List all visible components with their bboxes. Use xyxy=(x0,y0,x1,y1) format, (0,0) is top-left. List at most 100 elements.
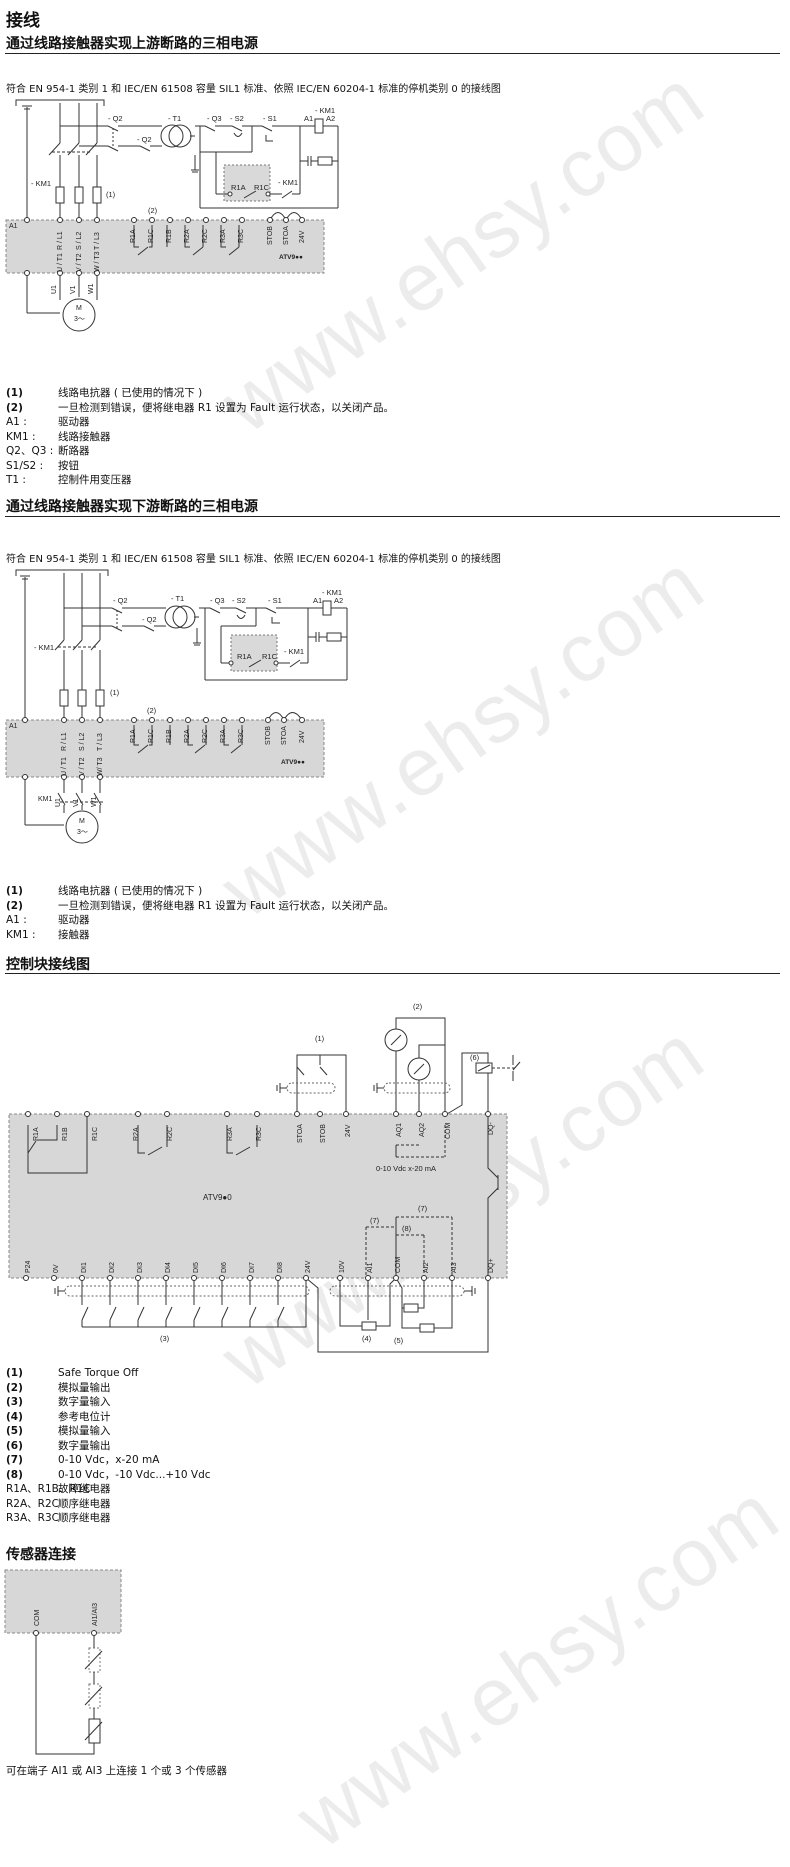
svg-text:- KM1: - KM1 xyxy=(278,178,298,187)
svg-text:R1B: R1B xyxy=(166,229,173,243)
svg-text:DI4: DI4 xyxy=(165,1262,172,1273)
svg-text:R2C: R2C xyxy=(202,229,209,243)
svg-text:R3A: R3A xyxy=(227,1127,234,1141)
svg-text:V / T2: V / T2 xyxy=(79,757,86,776)
svg-text:COM: COM xyxy=(34,1610,41,1627)
svg-text:R1C: R1C xyxy=(148,229,155,243)
svg-text:R1C: R1C xyxy=(262,652,278,661)
svg-text:AQ2: AQ2 xyxy=(419,1123,426,1137)
svg-text:ATV9●●: ATV9●● xyxy=(281,759,305,766)
section-heading-downstream: 通过线路接触器实现下游断路的三相电源 xyxy=(6,499,258,515)
svg-text:R1A: R1A xyxy=(33,1127,40,1141)
svg-text:AI3: AI3 xyxy=(451,1262,458,1273)
svg-text:(2): (2) xyxy=(148,206,158,215)
svg-text:(7): (7) xyxy=(370,1216,380,1225)
section-heading-sensor: 传感器连接 xyxy=(6,1547,76,1563)
svg-text:0V: 0V xyxy=(53,1264,60,1273)
svg-text:S / L2: S / L2 xyxy=(79,733,86,751)
svg-text:M: M xyxy=(79,818,85,825)
divider xyxy=(5,53,780,54)
svg-text:24V: 24V xyxy=(299,730,306,743)
svg-text:R / L1: R / L1 xyxy=(61,732,68,751)
svg-text:3～: 3～ xyxy=(74,316,85,323)
svg-text:- KM1: - KM1 xyxy=(284,647,304,656)
svg-text:(6): (6) xyxy=(470,1053,480,1062)
control-block-diagram: (1) (2) (6) 0-10 Vdc x-20 mA ATV9●0 (7) … xyxy=(8,1002,521,1353)
svg-text:R2C: R2C xyxy=(167,1127,174,1141)
svg-text:- S1: - S1 xyxy=(263,114,277,123)
svg-text:(4): (4) xyxy=(362,1334,372,1343)
svg-text:ATV9●●: ATV9●● xyxy=(279,254,303,261)
svg-text:AQ1: AQ1 xyxy=(396,1123,403,1137)
svg-text:STOA: STOA xyxy=(281,726,288,745)
svg-text:STOB: STOB xyxy=(267,226,274,245)
svg-text:COM: COM xyxy=(395,1257,402,1274)
svg-text:- T1: - T1 xyxy=(171,594,184,603)
svg-text:- Q2: - Q2 xyxy=(108,114,123,123)
svg-text:R1A: R1A xyxy=(237,652,252,661)
svg-text:U / T1: U / T1 xyxy=(61,757,68,776)
svg-text:A1: A1 xyxy=(313,596,322,605)
svg-text:DI8: DI8 xyxy=(277,1262,284,1273)
svg-text:3～: 3～ xyxy=(77,829,88,836)
svg-text:- Q3: - Q3 xyxy=(210,596,225,605)
svg-text:AI1/AI3: AI1/AI3 xyxy=(92,1603,99,1626)
svg-text:- Q2: - Q2 xyxy=(113,596,128,605)
svg-text:ATV9●0: ATV9●0 xyxy=(203,1193,232,1202)
svg-text:24V: 24V xyxy=(345,1124,352,1137)
svg-text:R / L1: R / L1 xyxy=(57,231,64,250)
svg-text:A1: A1 xyxy=(9,723,18,730)
sensor-caption: 可在端子 AI1 或 AI3 上连接 1 个或 3 个传感器 xyxy=(6,1765,227,1777)
svg-text:T / L3: T / L3 xyxy=(97,733,104,751)
svg-text:(7): (7) xyxy=(418,1204,428,1213)
svg-text:(2): (2) xyxy=(413,1002,423,1011)
svg-text:R1A: R1A xyxy=(130,229,137,243)
svg-text:STOA: STOA xyxy=(297,1124,304,1143)
svg-text:R3A: R3A xyxy=(220,229,227,243)
section-heading-control-block: 控制块接线图 xyxy=(6,957,90,973)
svg-text:R2A: R2A xyxy=(184,229,191,243)
svg-text:(1): (1) xyxy=(106,190,116,199)
svg-text:- S1: - S1 xyxy=(268,596,282,605)
svg-text:T / L3: T / L3 xyxy=(94,232,101,250)
divider xyxy=(5,973,780,974)
legend-control-block: (1)Safe Torque Off (2)模拟量输出 (3)数字量输入 (4)… xyxy=(6,1367,211,1524)
svg-text:P24: P24 xyxy=(25,1260,32,1273)
svg-text:STOB: STOB xyxy=(320,1124,327,1143)
svg-text:R3A: R3A xyxy=(220,729,227,743)
svg-text:R3C: R3C xyxy=(238,729,245,743)
svg-text:(8): (8) xyxy=(402,1224,412,1233)
svg-text:- KM1: - KM1 xyxy=(34,643,54,652)
sensor-connection-diagram: COM AI1/AI3 xyxy=(4,1569,122,1755)
svg-text:V1: V1 xyxy=(73,798,80,807)
svg-text:STOA: STOA xyxy=(283,226,290,245)
svg-text:0-10 Vdc x-20 mA: 0-10 Vdc x-20 mA xyxy=(376,1164,436,1173)
svg-text:R1C: R1C xyxy=(254,183,270,192)
svg-text:DI2: DI2 xyxy=(109,1262,116,1273)
svg-text:(1): (1) xyxy=(110,688,120,697)
svg-text:DQ-: DQ- xyxy=(488,1122,495,1136)
svg-text:R1B: R1B xyxy=(62,1127,69,1141)
svg-text:- KM1: - KM1 xyxy=(322,588,342,597)
diagram-caption: 符合 EN 954-1 类别 1 和 IEC/EN 61508 容量 SIL1 … xyxy=(6,84,501,95)
svg-text:DI7: DI7 xyxy=(249,1262,256,1273)
svg-text:(5): (5) xyxy=(394,1336,404,1345)
svg-text:24V: 24V xyxy=(299,230,306,243)
svg-text:U1: U1 xyxy=(55,798,62,807)
svg-text:U / T1: U / T1 xyxy=(57,253,64,272)
svg-text:V1: V1 xyxy=(70,285,77,294)
svg-text:- Q2: - Q2 xyxy=(137,135,152,144)
svg-text:R2A: R2A xyxy=(133,1127,140,1141)
svg-text:W1: W1 xyxy=(91,796,98,807)
svg-text:A1: A1 xyxy=(9,223,18,230)
svg-text:R1A: R1A xyxy=(231,183,246,192)
svg-text:R1C: R1C xyxy=(148,729,155,743)
svg-text:- Q2: - Q2 xyxy=(142,615,157,624)
svg-text:- Q3: - Q3 xyxy=(207,114,222,123)
svg-text:- KM1: - KM1 xyxy=(31,179,51,188)
svg-text:DQ+: DQ+ xyxy=(488,1258,495,1273)
svg-text:STOB: STOB xyxy=(265,726,272,745)
watermark: www.ehsy.com xyxy=(280,1466,790,1866)
svg-text:R3C: R3C xyxy=(256,1127,263,1141)
svg-text:R1A: R1A xyxy=(130,729,137,743)
